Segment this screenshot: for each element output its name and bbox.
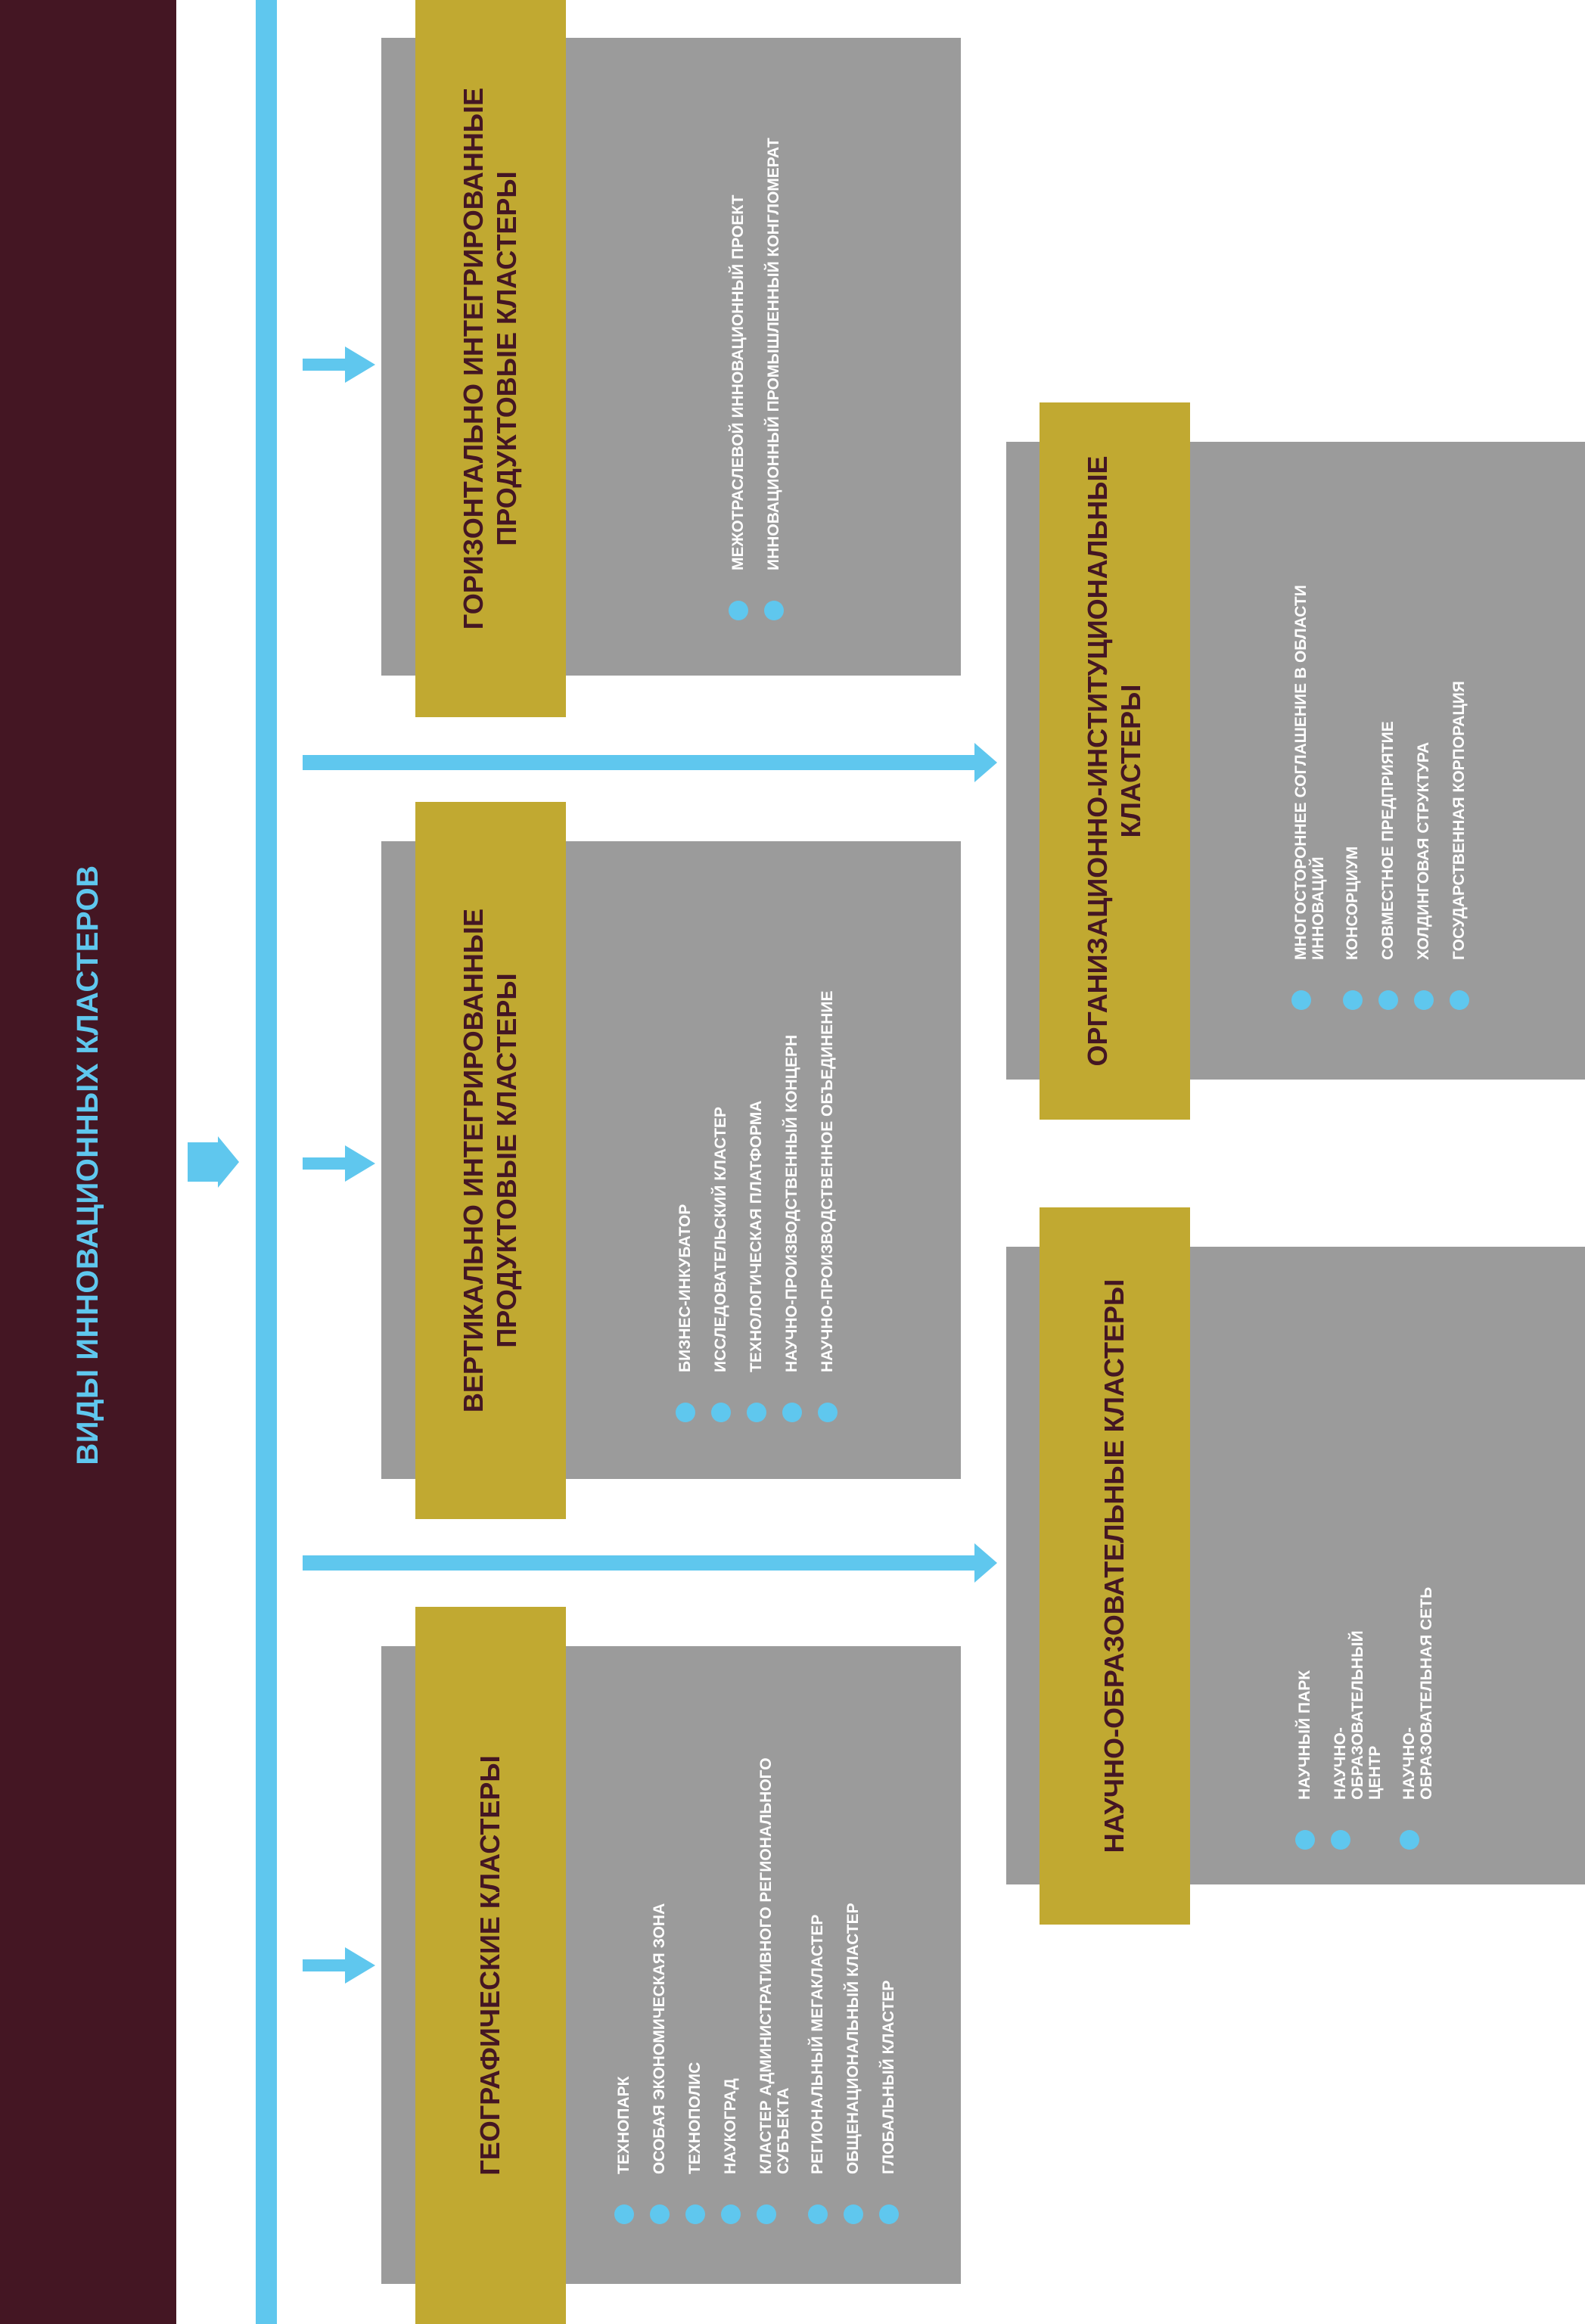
list-item: ИННОВАЦИОННЫЙ ПРОМЫШЛЕННЫЙ КОНГЛОМЕРАТ: [764, 136, 784, 620]
bullet-dot: [1291, 990, 1311, 1010]
cluster-list-geographic: ТЕХНОПАРК ОСОБАЯ ЭКОНОМИЧЕСКАЯ ЗОНА ТЕХН…: [598, 1725, 915, 2224]
bullet-dot: [614, 2204, 634, 2224]
vertical-connector-line: [256, 0, 277, 2324]
cluster-list-vertical: БИЗНЕС-ИНКУБАТОР ИССЛЕДОВАТЕЛЬСКИЙ КЛАСТ…: [658, 938, 855, 1422]
list-item: ИССЛЕДОВАТЕЛЬСКИЙ КЛАСТЕР: [710, 938, 731, 1422]
bullet-dot: [675, 1403, 695, 1422]
list-item: ТЕХНОПАРК: [614, 1725, 634, 2224]
bullet-dot: [729, 601, 748, 620]
bullet-dot: [1400, 1830, 1419, 1850]
arrow-to-cluster-1: [303, 346, 375, 383]
bullet-dot: [720, 2204, 741, 2224]
list-item: КЛАСТЕР АДМИНИСТРАТИВНОГО РЕГИОНАЛЬНОГО …: [756, 1725, 792, 2224]
bullet-dot: [764, 601, 784, 620]
list-item: НАУЧНО-ПРОИЗВОДСТВЕННОЕ ОБЪЕДИНЕНИЕ: [817, 938, 838, 1422]
list-item: НАУЧНО-ПРОИЗВОДСТВЕННЫЙ КОНЦЕРН: [782, 938, 802, 1422]
list-item: ГЛОБАЛЬНЫЙ КЛАСТЕР: [878, 1725, 899, 2224]
list-item: НАУЧНЫЙ ПАРК: [1295, 1577, 1315, 1850]
cluster-title-horizontal: ГОРИЗОНТАЛЬНО ИНТЕГРИРОВАННЫЕ ПРОДУКТОВЫ…: [458, 87, 522, 630]
list-item: ХОЛДИНГОВАЯ СТРУКТУРА: [1414, 526, 1434, 1010]
bullet-dot: [1295, 1830, 1315, 1850]
cluster-title-scientific: НАУЧНО-ОБРАЗОВАТЕЛЬНЫЕ КЛАСТЕРЫ: [1099, 1279, 1130, 1853]
bullet-dot: [685, 2204, 705, 2224]
list-item: ГОСУДАРСТВЕННАЯ КОРПОРАЦИЯ: [1450, 526, 1469, 1010]
bullet-dot: [843, 2204, 863, 2224]
bullet-dot: [1414, 990, 1434, 1010]
list-item: ОСОБАЯ ЭКОНОМИЧЕСКАЯ ЗОНА: [649, 1725, 670, 2224]
arrow-to-cluster-3: [303, 1947, 375, 1984]
bullet-dot: [756, 2204, 776, 2224]
cluster-title-vertical: ВЕРТИКАЛЬНО ИНТЕГРИРОВАННЫЕ ПРОДУКТОВЫЕ …: [458, 908, 522, 1413]
bullet-dot: [817, 1403, 838, 1422]
cluster-title-geographic: ГЕОГРАФИЧЕСКИЕ КЛАСТЕРЫ: [474, 1755, 505, 2176]
cluster-header-horizontal: [415, 0, 566, 717]
bullet-dot: [1450, 990, 1469, 1010]
cluster-header-geographic: [415, 1607, 566, 2324]
bullet-dot: [710, 1403, 731, 1422]
list-item: ОБЩЕНАЦИОНАЛЬНЫЙ КЛАСТЕР: [843, 1725, 863, 2224]
list-item: КОНСОРЦИУМ: [1343, 526, 1363, 1010]
list-item: БИЗНЕС-ИНКУБАТОР: [675, 938, 695, 1422]
cluster-list-scientific: НАУЧНЫЙ ПАРК НАУЧНО-ОБРАЗОВАТЕЛЬНЫЙ ЦЕНТ…: [1295, 1577, 1435, 1850]
bullet-dot: [649, 2204, 670, 2224]
bullet-dot: [878, 2204, 899, 2224]
cluster-header-scientific: [1040, 1207, 1190, 1925]
sidebar: [0, 0, 176, 2324]
bullet-dot: [1378, 990, 1398, 1010]
arrow-to-cluster-4: [303, 743, 997, 782]
cluster-header-vertical: [415, 802, 566, 1519]
bullet-dot: [1343, 990, 1363, 1010]
bullet-dot: [1331, 1830, 1350, 1850]
main-arrow: [188, 1136, 239, 1188]
list-item: НАУЧНО-ОБРАЗОВАТЕЛЬНАЯ СЕТЬ: [1400, 1577, 1435, 1850]
list-item: СОВМЕСТНОЕ ПРЕДПРИЯТИЕ: [1378, 526, 1398, 1010]
cluster-header-organizational: [1040, 402, 1190, 1120]
bullet-dot: [807, 2204, 828, 2224]
list-item: ТЕХНОЛОГИЧЕСКАЯ ПЛАТФОРМА: [746, 938, 766, 1422]
cluster-list-horizontal: МЕЖОТРАСЛЕВОЙ ИННОВАЦИОННЫЙ ПРОЕКТ ИННОВ…: [715, 136, 798, 620]
list-item: РЕГИОНАЛЬНЫЙ МЕГАКЛАСТЕР: [807, 1725, 828, 2224]
arrow-to-cluster-2: [303, 1145, 375, 1182]
bullet-dot: [782, 1403, 802, 1422]
cluster-list-organizational: МНОГОСТОРОННЕЕ СОГЛАШЕНИЕ В ОБЛАСТИ ИННО…: [1279, 526, 1483, 1010]
list-item: МЕЖОТРАСЛЕВОЙ ИННОВАЦИОННЫЙ ПРОЕКТ: [729, 136, 748, 620]
arrow-to-cluster-5: [303, 1543, 997, 1583]
bullet-dot: [746, 1403, 766, 1422]
list-item: МНОГОСТОРОННЕЕ СОГЛАШЕНИЕ В ОБЛАСТИ ИННО…: [1291, 526, 1327, 1010]
list-item: НАУЧНО-ОБРАЗОВАТЕЛЬНЫЙ ЦЕНТР: [1331, 1577, 1384, 1850]
list-item: НАУКОГРАД: [720, 1725, 741, 2224]
list-item: ТЕХНОПОЛИС: [685, 1725, 705, 2224]
cluster-title-organizational: ОРГАНИЗАЦИОННО-ИНСТИТУЦИОНАЛЬНЫЕ КЛАСТЕР…: [1082, 455, 1146, 1067]
